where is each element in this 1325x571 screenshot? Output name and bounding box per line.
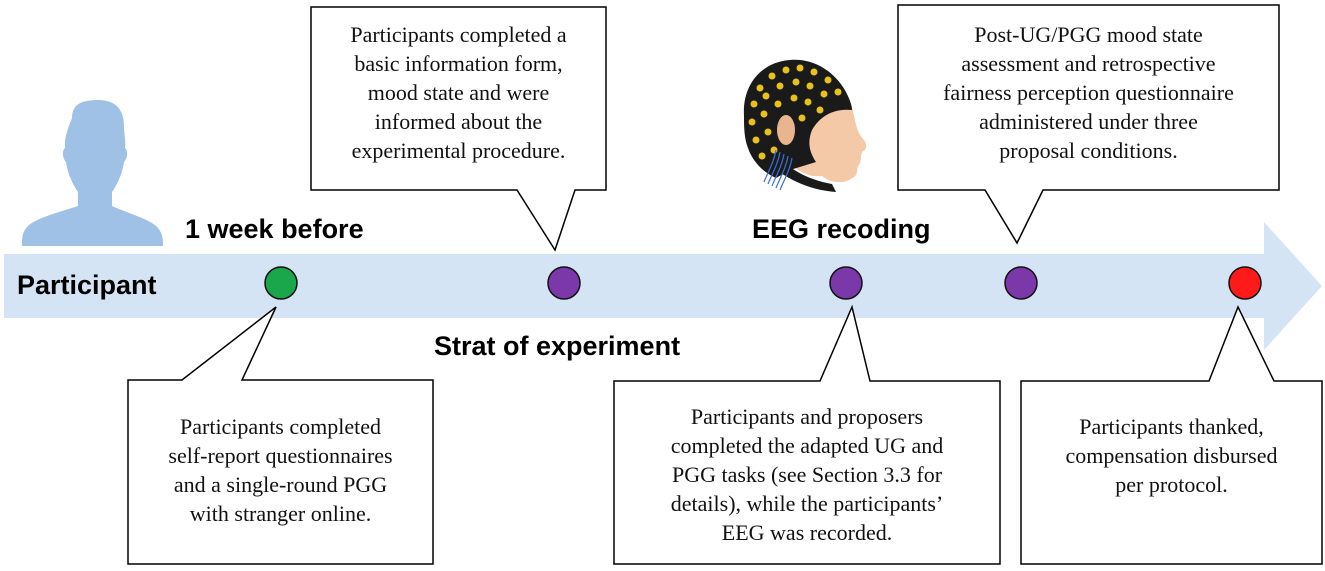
eeg-recording-label: EEG recoding: [752, 214, 931, 244]
timeline-arrow: [4, 222, 1322, 350]
callout-end-box: [1020, 305, 1323, 565]
callout-post-assessment-box: [897, 4, 1280, 245]
dot-end: [1228, 266, 1262, 300]
dot-eeg: [829, 266, 863, 300]
callout-week-before-text: Participants completed self-report quest…: [168, 414, 393, 526]
dot-post: [1004, 266, 1038, 300]
start-of-experiment-label: Strat of experiment: [434, 331, 681, 361]
dot-start: [547, 266, 581, 300]
dot-week-before: [264, 266, 298, 300]
callout-week-before-box: [127, 306, 434, 565]
person-silhouette-icon: [22, 100, 163, 246]
participant-label: Participant: [17, 270, 157, 300]
callout-end-text: Participants thanked, compensation disbu…: [1065, 414, 1278, 497]
callout-start-info-text: Participants completed a basic informati…: [350, 22, 567, 163]
callout-start-info-box: [310, 6, 607, 252]
callout-eeg-tasks-box: [613, 304, 1001, 565]
callout-post-assessment-text: Post-UG/PGG mood state assessment and re…: [943, 22, 1234, 163]
eeg-cap-head-icon: [743, 59, 867, 192]
week-before-label: 1 week before: [185, 214, 364, 244]
callout-eeg-tasks-text: Participants and proposers completed the…: [670, 404, 944, 545]
